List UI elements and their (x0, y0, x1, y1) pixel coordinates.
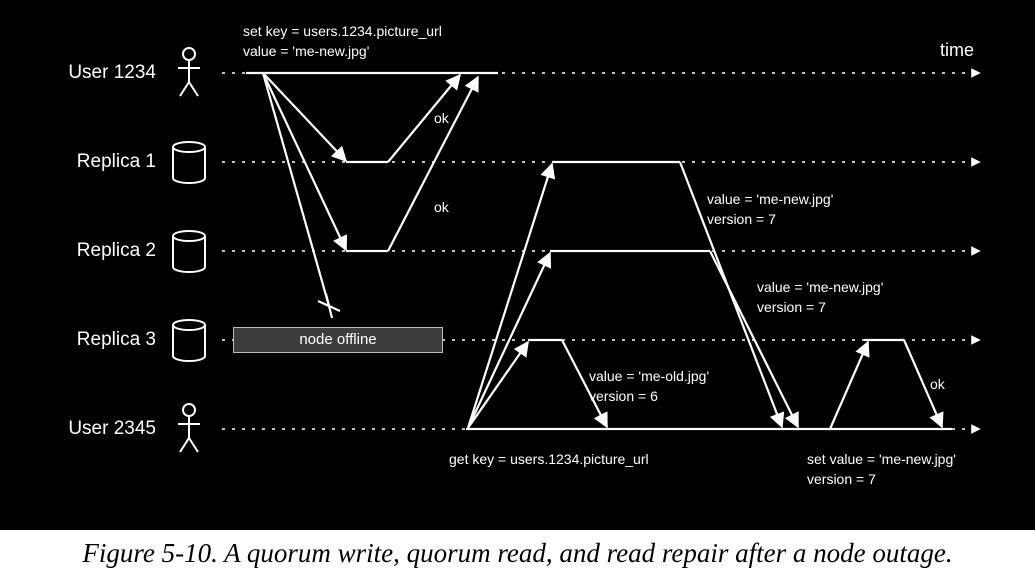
write-arrow-replica-1 (262, 72, 348, 163)
database-cylinder-icon (172, 319, 206, 362)
node-offline-box: node offline (233, 327, 443, 353)
ok-label-replica-2: ok (434, 199, 449, 215)
write-request-value: value = 'me-new.jpg' (243, 43, 370, 59)
repair-request-version: version = 7 (807, 471, 876, 487)
replica-3-response-version: version = 6 (589, 388, 658, 404)
replica-2-response-version: version = 7 (757, 299, 826, 315)
write-request-label: set key = users.1234.picture_url value =… (243, 21, 442, 61)
stick-figure-icon (178, 47, 200, 97)
read-arrow-replica-3 (467, 340, 529, 429)
replica-2-response-label: value = 'me-new.jpg' version = 7 (757, 277, 883, 317)
repair-ok-arrow (902, 339, 944, 429)
quorum-read (466, 160, 952, 431)
ok-arrow-replica-2 (387, 75, 479, 252)
write-request-key: set key = users.1234.picture_url (243, 23, 442, 39)
replica-2-response-value: value = 'me-new.jpg' (757, 279, 884, 295)
row-label-replica-2: Replica 2 (76, 240, 156, 261)
repair-arrow-replica-3 (828, 340, 870, 430)
read-arrow-replica-2 (467, 251, 552, 429)
replica-1-response-value: value = 'me-new.jpg' (707, 191, 834, 207)
read-request-label: get key = users.1234.picture_url (449, 451, 649, 467)
replica-3-response-label: value = 'me-old.jpg' version = 6 (589, 366, 709, 406)
read-arrow-replica-1 (466, 162, 556, 429)
write-lost-cross (324, 293, 334, 319)
replica-3-response-value: value = 'me-old.jpg' (589, 368, 710, 384)
row-label-replica-1: Replica 1 (76, 151, 156, 172)
response-arrow-replica-3 (561, 339, 608, 429)
write-arrow-replica-2 (262, 72, 348, 252)
database-cylinder-icon (172, 230, 206, 273)
read-repair (828, 338, 944, 430)
figure-caption: Figure 5-10. A quorum write, quorum read… (82, 538, 953, 568)
database-cylinder-icon (172, 141, 206, 184)
time-axis-label: time (940, 40, 975, 60)
row-label-user-2345: User 2345 (68, 418, 156, 439)
row-label-replica-3: Replica 3 (76, 329, 156, 350)
write-arrow-replica-3-lost (261, 72, 331, 307)
ok-arrow-replica-1 (387, 73, 461, 163)
replica-1-response-version: version = 7 (707, 211, 776, 227)
repair-request-label: set value = 'me-new.jpg' version = 7 (807, 449, 956, 489)
replica-1-response-label: value = 'me-new.jpg' version = 7 (707, 189, 833, 229)
response-arrow-replica-2 (709, 250, 799, 429)
quorum-write (246, 71, 498, 319)
ok-label-repair: ok (930, 376, 945, 392)
quorum-diagram: User 1234 Replica 1 Replica 2 Replica 3 … (0, 0, 1035, 530)
row-label-user-1234: User 1234 (68, 62, 156, 83)
ok-label-replica-1: ok (434, 110, 449, 126)
timeline-canvas (172, 47, 981, 453)
repair-request-value: set value = 'me-new.jpg' (807, 451, 956, 467)
stick-figure-icon (178, 403, 200, 453)
